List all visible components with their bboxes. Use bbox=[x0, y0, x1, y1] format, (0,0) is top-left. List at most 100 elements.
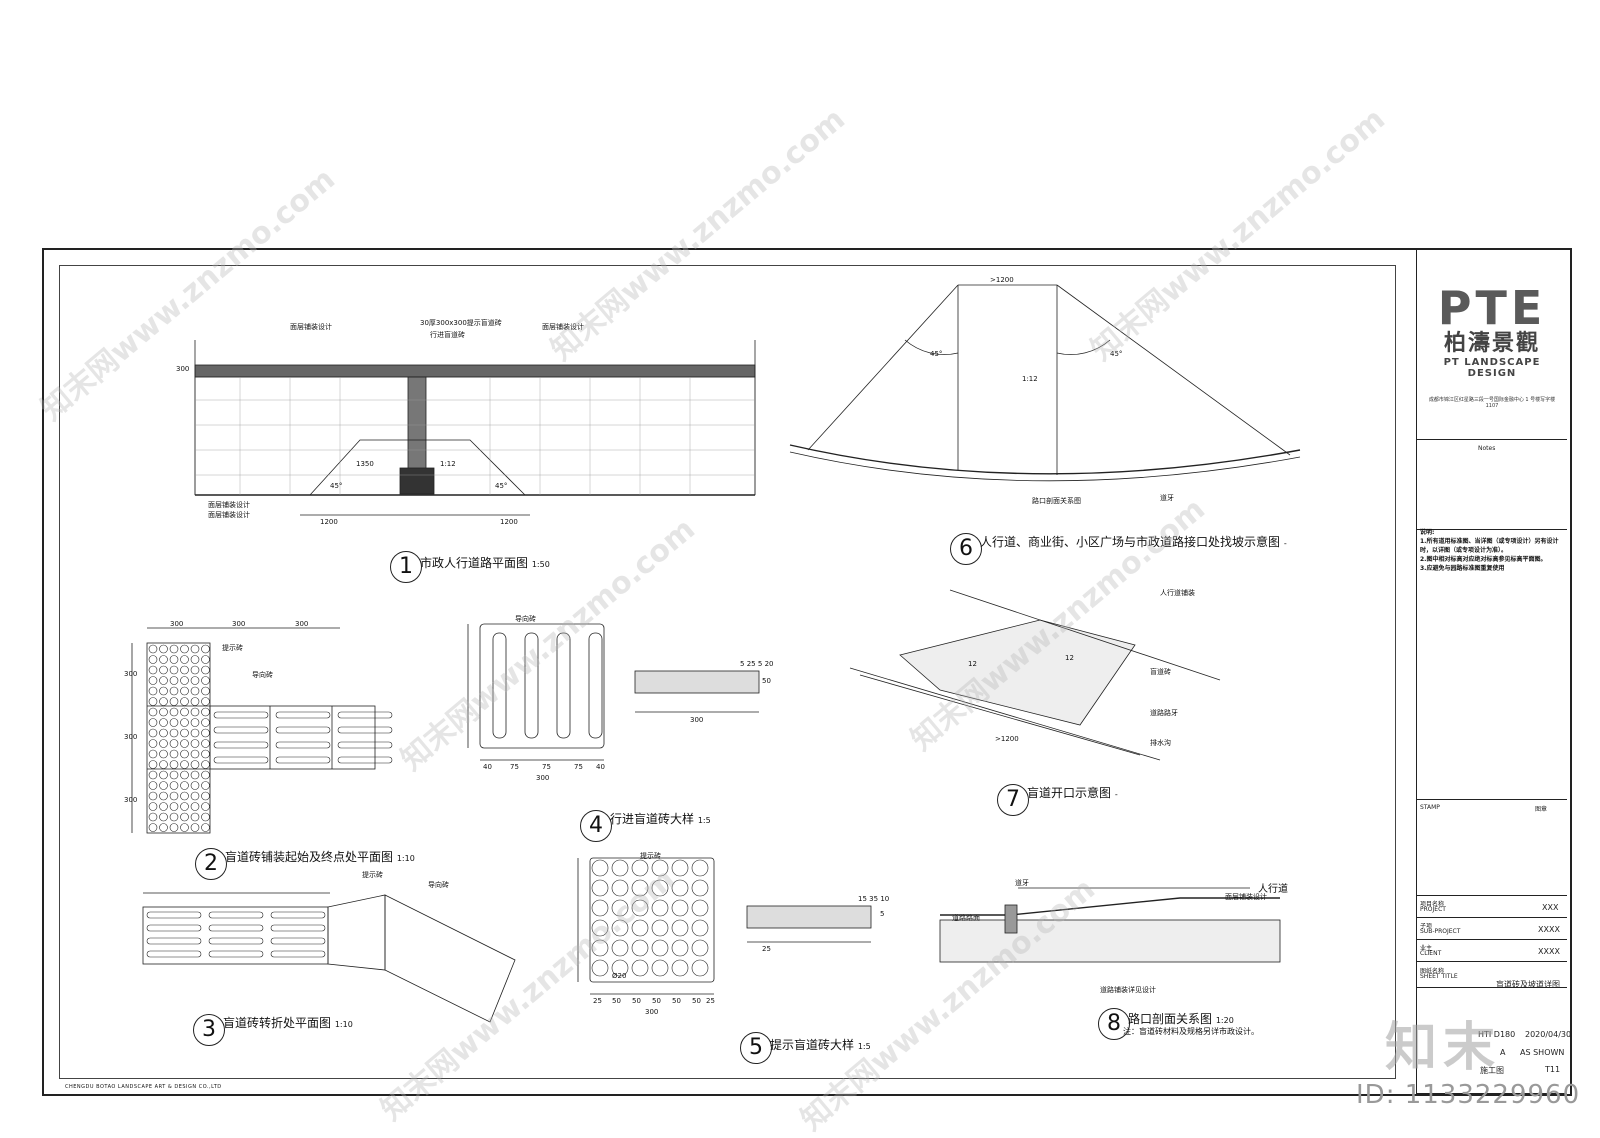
drawing-number-7: 7 bbox=[997, 784, 1029, 816]
drawing-title-2: 盲道砖铺装起始及终点处平面图 1:10 bbox=[225, 850, 415, 864]
d7-dim: >1200 bbox=[995, 735, 1019, 743]
drawing-5-detail bbox=[577, 857, 872, 995]
watermark-id: ID: 1133229960 bbox=[1356, 1080, 1581, 1110]
footer-company: CHENGDU BOTAO LANDSCAPE ART & DESIGN CO.… bbox=[65, 1084, 222, 1090]
d2-dot bbox=[201, 728, 210, 738]
d2-dot bbox=[159, 718, 168, 727]
d4-dim-40b: 40 bbox=[596, 763, 605, 771]
d6-dim-width: >1200 bbox=[990, 276, 1014, 284]
d2-dot bbox=[148, 770, 158, 780]
d5-label-1: 提示砖 bbox=[640, 852, 661, 860]
d2-label-1: 提示砖 bbox=[222, 644, 243, 652]
d5-dim-50c: 50 bbox=[652, 997, 661, 1005]
d2-dot bbox=[169, 718, 179, 727]
d6-angle-right: 45° bbox=[1110, 350, 1123, 358]
d2-dot bbox=[190, 823, 200, 832]
stamp-cn: 图章 bbox=[1535, 806, 1548, 813]
d4-dim-300: 300 bbox=[536, 774, 550, 782]
d2-dot bbox=[180, 760, 189, 769]
d2-dot bbox=[148, 665, 158, 675]
d2-dot bbox=[190, 791, 200, 801]
d7-label-1: 人行道铺装 bbox=[1160, 589, 1195, 597]
d5-dot bbox=[591, 939, 609, 957]
d2-dot bbox=[201, 686, 210, 696]
d2-dot bbox=[201, 718, 210, 727]
sheet-title-en: SHEET TITLE bbox=[1420, 973, 1458, 980]
project-number: HTI D180 bbox=[1478, 1030, 1516, 1039]
d2-bar bbox=[275, 756, 331, 764]
drawing-8-section bbox=[939, 887, 1281, 963]
d5-dot bbox=[691, 859, 709, 877]
d3-bar bbox=[146, 950, 202, 958]
d7-label-2: 盲道砖 bbox=[1150, 668, 1171, 676]
brand-cn: 柏濤景觀 bbox=[1443, 331, 1540, 356]
d6-section-label: 路口剖面关系图 bbox=[1032, 497, 1081, 505]
cn-note-4: 3.应避免与园路标准图重复使用 bbox=[1420, 565, 1505, 572]
drawing-number-1: 1 bbox=[390, 551, 422, 583]
d2-dot bbox=[169, 770, 179, 780]
d7-slope-1: 12 bbox=[968, 660, 977, 668]
d2-dot bbox=[169, 697, 179, 706]
sheet-title-value: 盲道砖及坡道详图 bbox=[1496, 980, 1560, 989]
d2-dot bbox=[169, 655, 179, 664]
drawing-number-2: 2 bbox=[195, 848, 227, 880]
d5-dot bbox=[591, 879, 609, 897]
d5-dot bbox=[691, 939, 709, 957]
d2-dot bbox=[180, 749, 189, 759]
d2-dim-5: 300 bbox=[124, 733, 138, 741]
d2-dot bbox=[180, 791, 189, 801]
d1-dim-300: 300 bbox=[176, 365, 190, 373]
d2-dot bbox=[180, 739, 189, 748]
d2-dot bbox=[159, 644, 168, 654]
d5-dot bbox=[691, 919, 709, 937]
d2-dot bbox=[159, 707, 168, 717]
d2-dot bbox=[180, 823, 189, 832]
d2-dot bbox=[169, 791, 179, 801]
d2-dot bbox=[201, 644, 210, 654]
d5-dot bbox=[651, 859, 669, 877]
d1-right-label: 面层铺装设计 bbox=[542, 323, 584, 331]
d2-dot bbox=[159, 749, 168, 759]
d2-dot bbox=[201, 707, 210, 717]
brand-logo: PTE 柏濤景觀 PT LANDSCAPE DESIGN 成都市锦江区红星路三段… bbox=[1425, 285, 1559, 409]
d2-dot bbox=[169, 739, 179, 748]
d3-bar bbox=[146, 937, 202, 945]
d2-bar bbox=[337, 756, 393, 764]
d2-dim-3: 300 bbox=[295, 620, 309, 628]
d2-dot bbox=[169, 707, 179, 717]
d2-dot bbox=[159, 739, 168, 748]
d1-left-label: 面层铺装设计 bbox=[290, 323, 332, 331]
d6-slope: 1:12 bbox=[1022, 375, 1038, 383]
d5-dot bbox=[591, 899, 609, 917]
d4-profile-300: 300 bbox=[690, 716, 704, 724]
d2-dot bbox=[148, 739, 158, 748]
d2-bar bbox=[337, 726, 393, 734]
d8-label-2: 面层铺装设计 bbox=[1225, 893, 1267, 901]
d1-dim-1350: 1350 bbox=[356, 460, 374, 468]
d3-bar bbox=[146, 924, 202, 932]
d3-bar bbox=[208, 950, 264, 958]
d2-dot bbox=[180, 697, 189, 706]
d2-dot bbox=[148, 676, 158, 685]
d5-dot bbox=[651, 919, 669, 937]
d2-dot bbox=[190, 665, 200, 675]
d2-dot bbox=[190, 760, 200, 769]
d2-dot bbox=[180, 707, 189, 717]
date: 2020/04/30 bbox=[1525, 1030, 1572, 1039]
d2-dim-1: 300 bbox=[170, 620, 184, 628]
d7-label-4: 排水沟 bbox=[1150, 739, 1171, 747]
cn-note-2: 时，以详图（或专项设计为准）。 bbox=[1420, 547, 1508, 554]
d2-dot bbox=[180, 728, 189, 738]
d5-dim-50b: 50 bbox=[632, 997, 641, 1005]
tb-project-cell bbox=[1417, 896, 1567, 918]
d2-bar bbox=[337, 711, 393, 719]
d5-dot bbox=[611, 919, 629, 937]
d1-slope: 1:12 bbox=[440, 460, 456, 468]
d5-dot bbox=[651, 939, 669, 957]
cn-notes: 说明: 1.所有道用标准图、当详图（或专项设计）另有设计 时，以详图（或专项设计… bbox=[1420, 528, 1560, 573]
d3-bar bbox=[270, 950, 326, 958]
d2-bar bbox=[275, 726, 331, 734]
title-block bbox=[1416, 250, 1567, 1094]
d7-slope-2: 12 bbox=[1065, 654, 1074, 662]
